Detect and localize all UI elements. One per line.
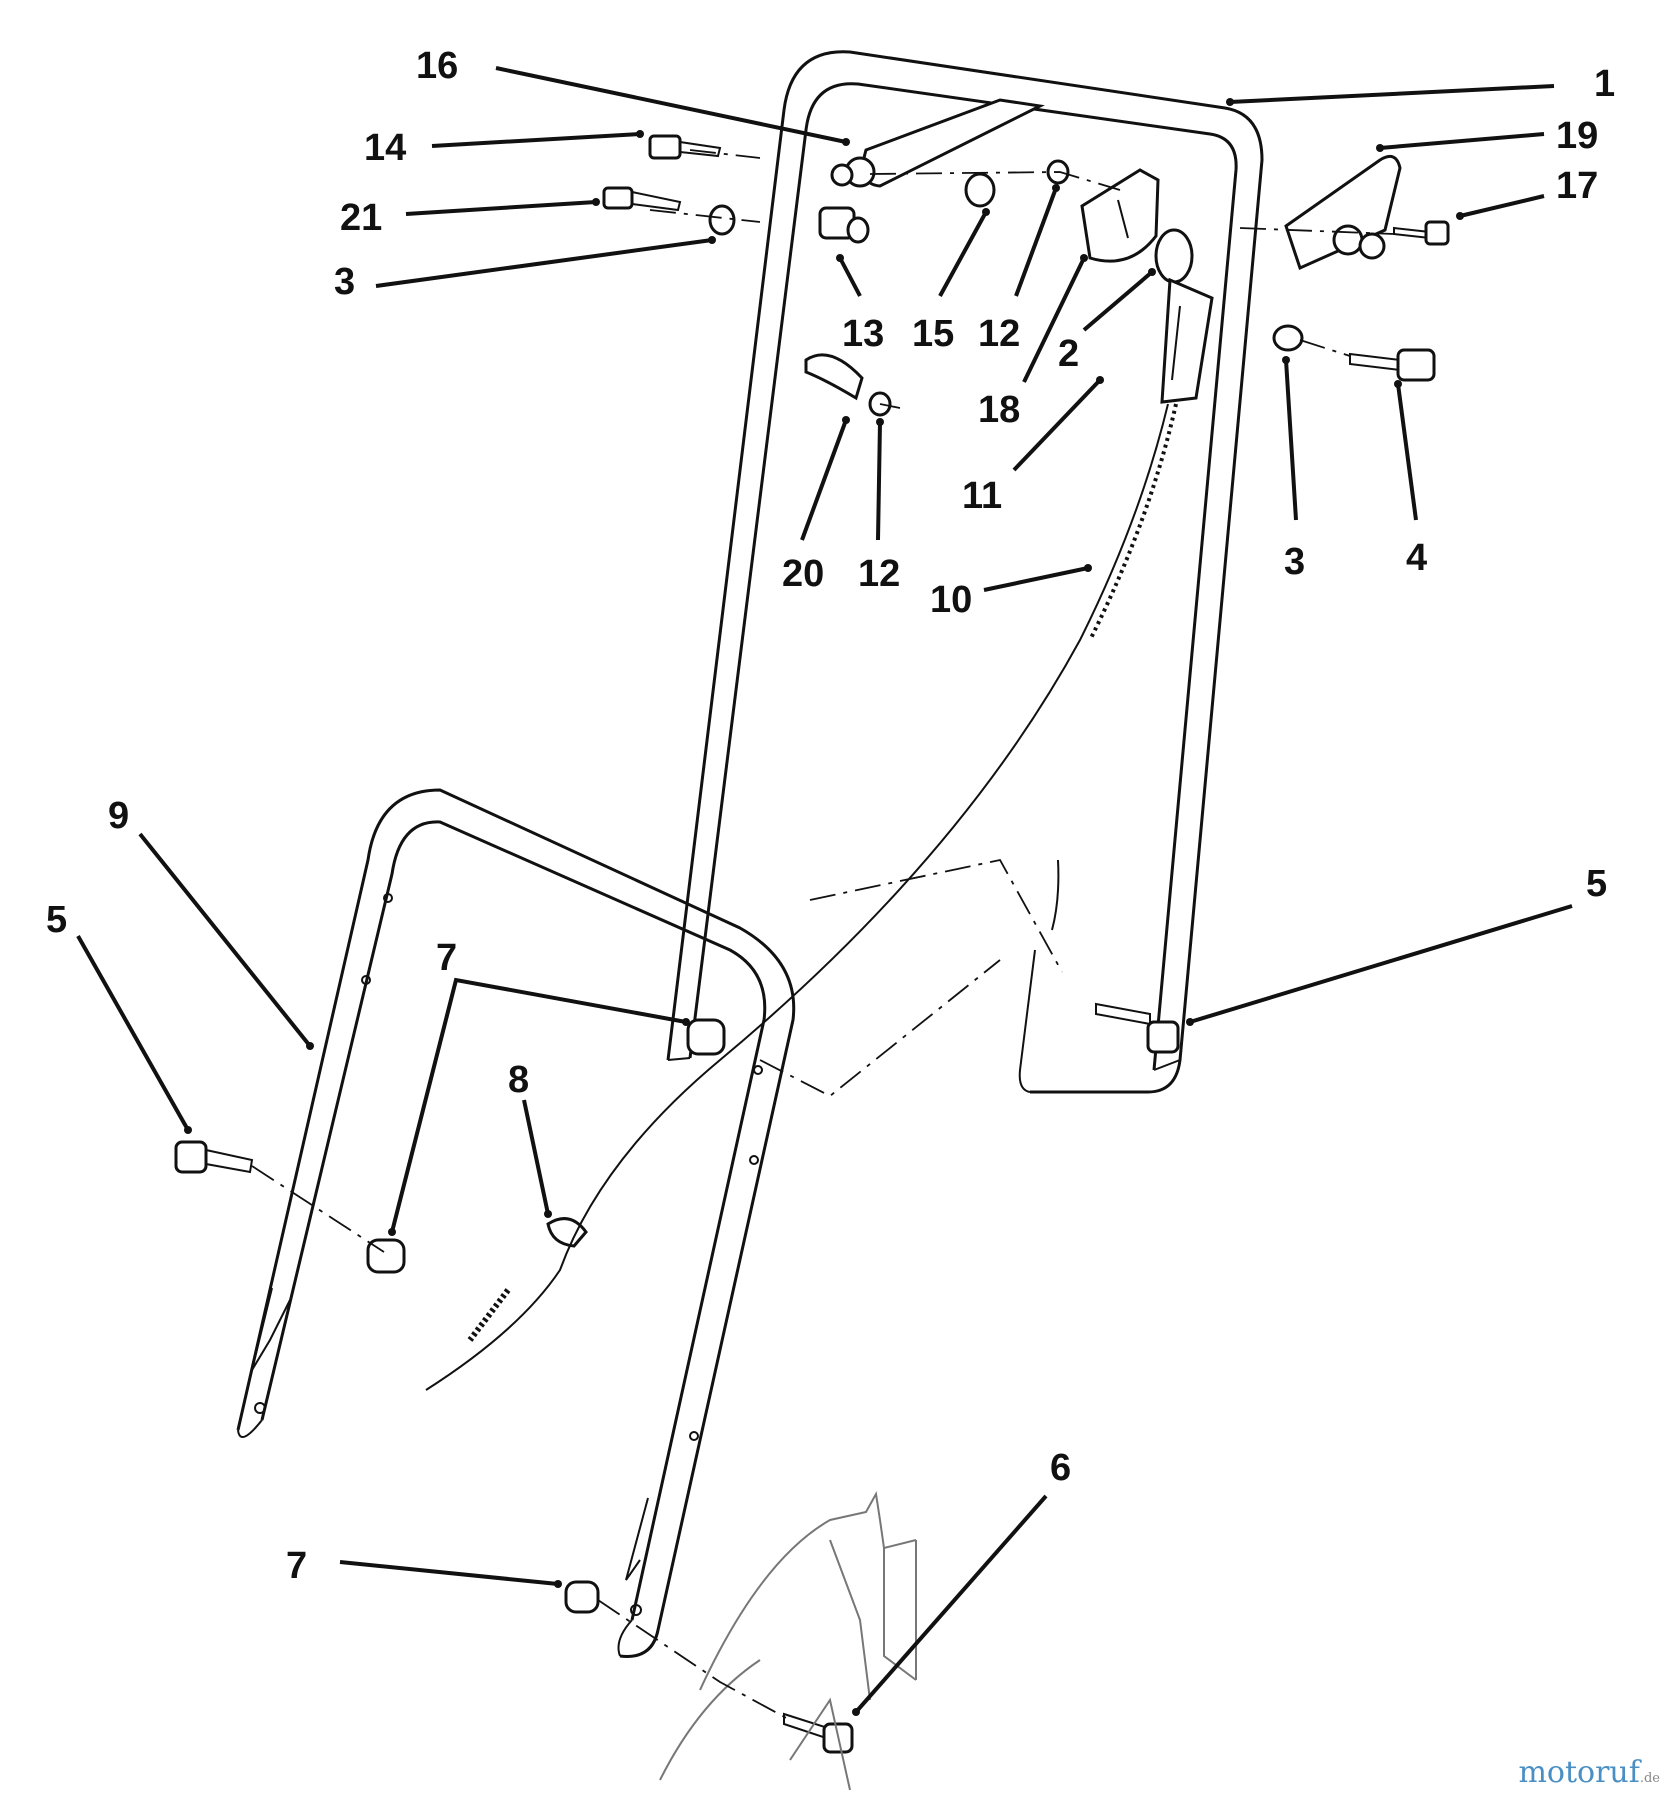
- callout-4: 4: [1406, 537, 1427, 579]
- upper-handle: [666, 50, 1264, 1094]
- callout-9: 9: [108, 795, 129, 837]
- callout-17: 17: [1556, 165, 1598, 207]
- assembly-lines: [251, 149, 1395, 1721]
- mower-deck-ghost: [659, 1490, 917, 1791]
- callout-7: 7: [286, 1545, 307, 1587]
- callout-3: 3: [1284, 541, 1305, 583]
- callout-6: 6: [1050, 1447, 1071, 1489]
- callout-2: 2: [1058, 333, 1079, 375]
- linkage-16: [830, 98, 1045, 188]
- watermark-suffix: .de: [1639, 1771, 1660, 1786]
- bracket-19: [1284, 154, 1402, 271]
- callout-8: 8: [508, 1059, 529, 1101]
- callout-3: 3: [334, 261, 355, 303]
- callout-16: 16: [416, 45, 458, 87]
- callout-11: 11: [962, 475, 1002, 517]
- leader-lines: [76, 66, 1573, 1716]
- callout-12: 12: [858, 553, 900, 595]
- callouts: 16 14 21 3 13 15 12 18 2 1 19 17 3 4 11 …: [46, 45, 1615, 1587]
- callout-18: 18: [978, 389, 1020, 431]
- callout-5: 5: [46, 899, 67, 941]
- control-lever-2: [1154, 228, 1214, 404]
- callout-5: 5: [1586, 863, 1607, 905]
- bracket-18: [1080, 168, 1160, 263]
- callout-7: 7: [436, 937, 457, 979]
- callout-13: 13: [842, 313, 884, 355]
- callout-12: 12: [978, 313, 1020, 355]
- watermark-logo: motoruf.de: [1518, 1755, 1660, 1790]
- callout-21: 21: [340, 197, 382, 239]
- lower-handle: [236, 788, 796, 1658]
- control-cable-10: [425, 403, 1178, 1391]
- callout-15: 15: [912, 313, 954, 355]
- callout-1: 1: [1594, 63, 1615, 105]
- callout-10: 10: [930, 579, 972, 621]
- callout-20: 20: [782, 553, 824, 595]
- callout-14: 14: [364, 127, 406, 169]
- watermark-brand: motoruf: [1518, 1755, 1640, 1790]
- hardware: [174, 134, 1450, 1754]
- callout-19: 19: [1556, 115, 1598, 157]
